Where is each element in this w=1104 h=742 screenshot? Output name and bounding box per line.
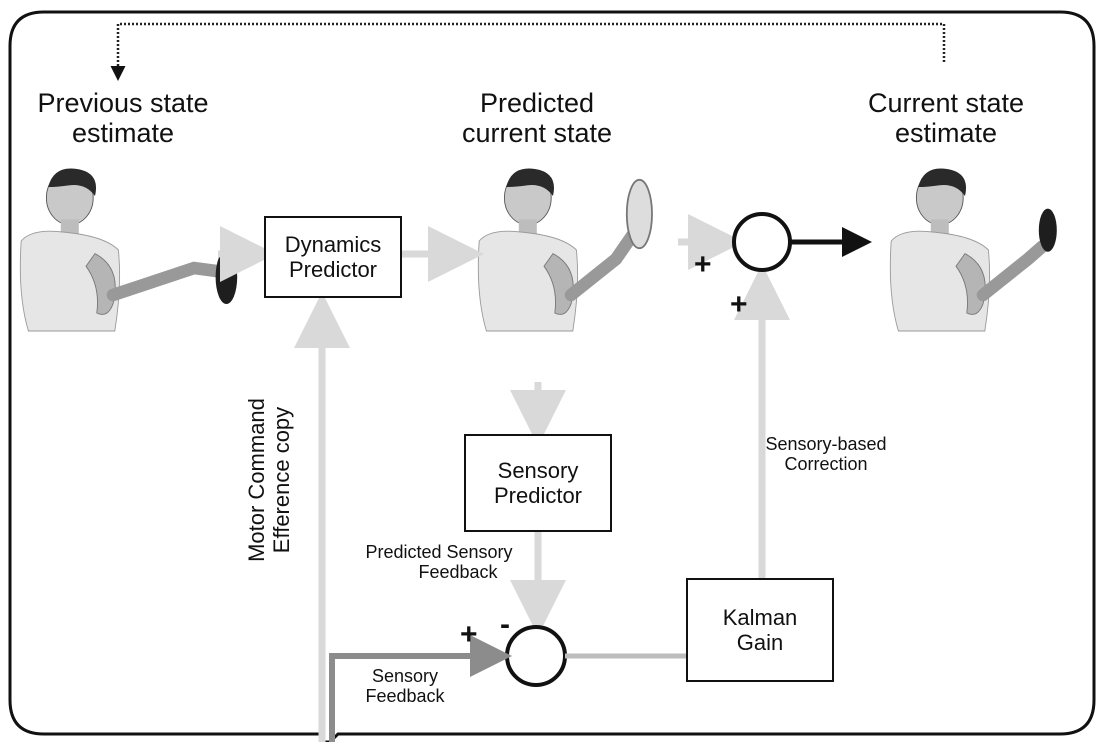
current-state-line1: Current state [867,88,1025,118]
sensory-correction-line2: Correction [784,454,868,475]
predicted-sensory-feedback-line1: Predicted Sensory [365,542,513,562]
predicted-sensory-feedback-line2: Feedback [418,562,498,583]
figure-predicted-icon [477,168,653,332]
sensory-correction-label: Sensory-based Correction [756,434,896,474]
predicted-state-line1: Predicted [479,88,595,118]
state-loop-line [110,22,946,81]
minus-sign-lower: - [500,608,510,641]
motor-command-line2: Efference copy [269,406,295,554]
previous-state-line1: Previous state [37,88,209,118]
summing-junction-bottom-icon [505,625,567,687]
sensory-feedback-label: Sensory Feedback [350,666,460,706]
sensory-feedback-line2: Feedback [365,686,445,707]
sensory-feedback-line [329,635,512,742]
current-state-line2: estimate [894,118,998,149]
kalman-gain-line1: Kalman [722,604,798,630]
dynamics-predictor-line2: Predictor [288,257,378,282]
plus-sign-lower: + [460,618,478,651]
current-state-label: Current state estimate [836,88,1056,148]
kalman-gain-box: Kalman Gain [686,578,834,682]
motor-command-label: Motor Command Efference copy [244,360,295,600]
motor-command-line1: Motor Command [244,398,269,562]
summing-junction-top-icon [732,212,792,272]
predicted-sensory-feedback-label: Predicted Sensory Feedback [334,542,544,582]
dynamics-predictor-line1: Dynamics [284,231,382,257]
predicted-state-label: Predicted current state [432,88,642,148]
sensory-predictor-box: Sensory Predictor [464,434,612,532]
predicted-state-line2: current state [461,118,613,149]
sensory-feedback-line1: Sensory [371,666,439,686]
figure-previous-icon [19,168,238,332]
figure-current-icon [889,168,1057,332]
previous-state-line2: estimate [71,118,175,149]
plus-sign-top-bottom: + [730,288,748,321]
plus-sign-top-left: + [694,248,712,281]
sensory-predictor-line2: Predictor [493,483,583,508]
kalman-gain-line2: Gain [736,630,784,655]
outer-frame [8,10,1096,742]
sensory-correction-line1: Sensory-based [765,434,887,454]
dynamics-predictor-box: Dynamics Predictor [264,216,402,298]
sensory-predictor-line1: Sensory [497,457,579,483]
previous-state-label: Previous state estimate [18,88,228,148]
